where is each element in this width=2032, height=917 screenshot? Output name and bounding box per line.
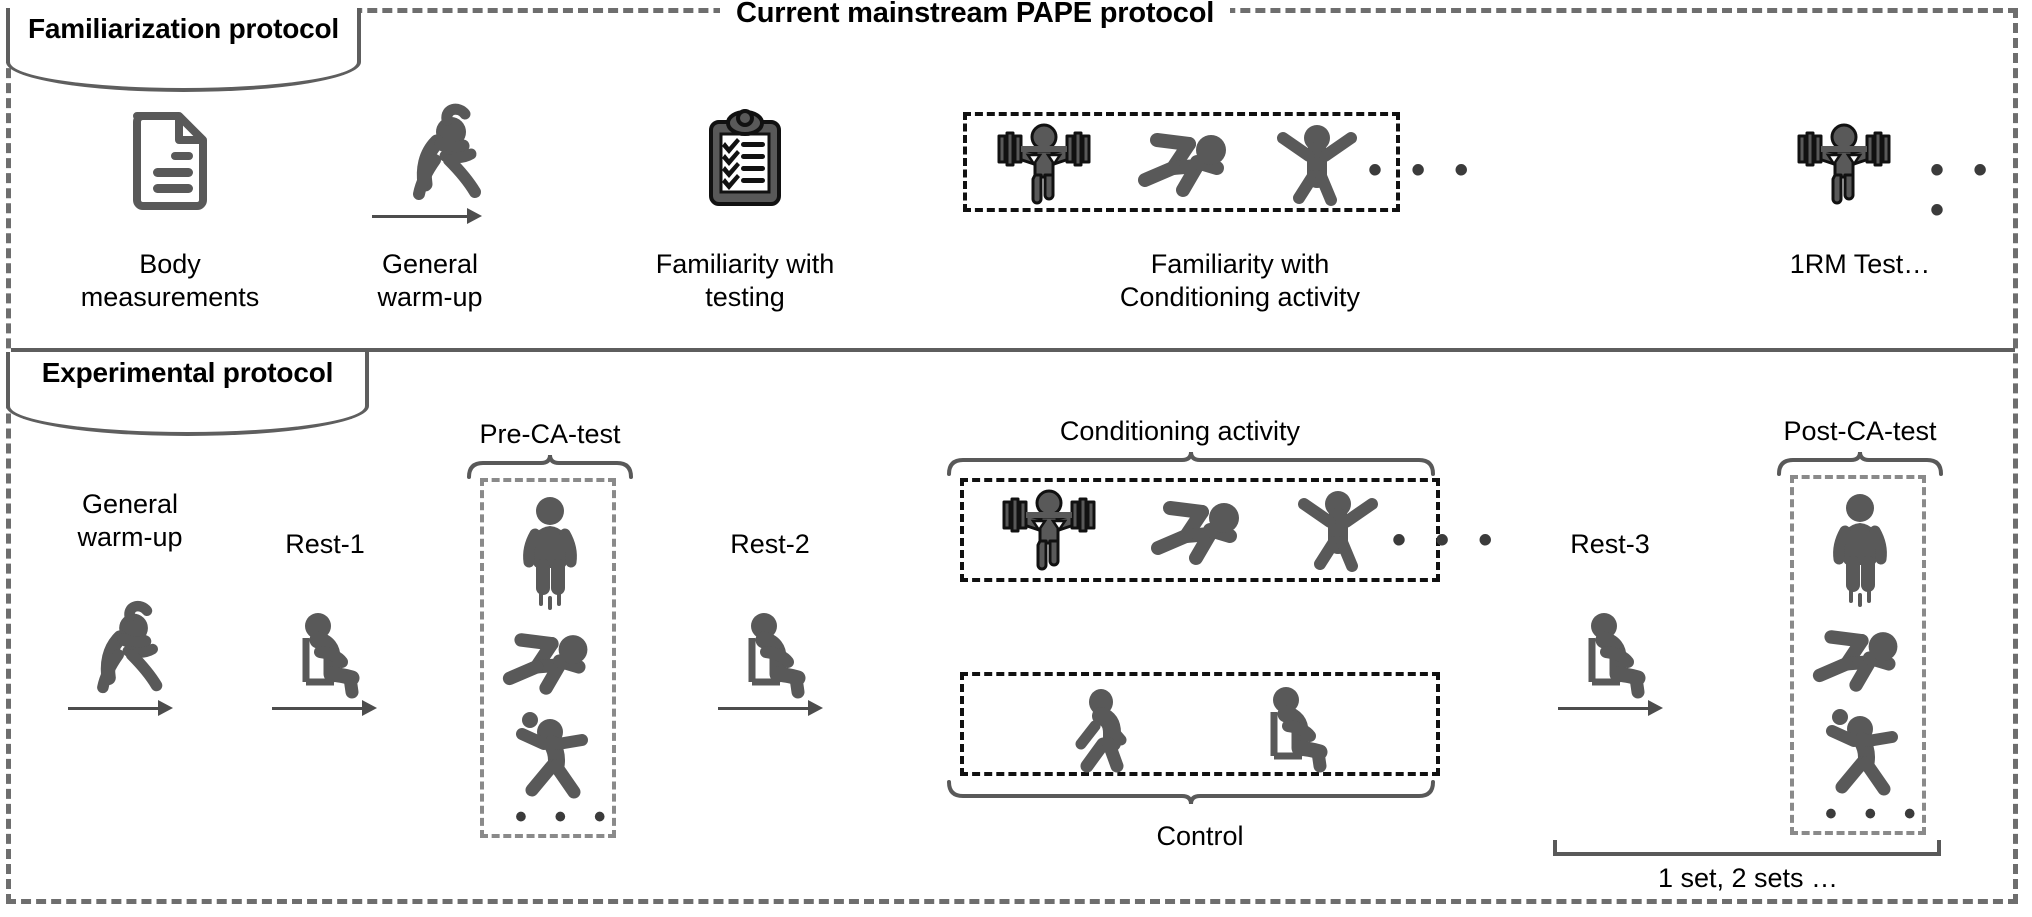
vertical-jump-icon [1819, 491, 1901, 607]
icon-weightlifter-exp [1000, 488, 1098, 571]
seated-person-icon [1240, 686, 1332, 773]
ellipsis-post-ca-test: • • • [1825, 795, 1925, 833]
step-familiarity-conditioning-caption: Familiarity with Conditioning activity [1030, 248, 1450, 314]
bracket-sets [1552, 838, 1942, 860]
throwing-person-icon [1818, 707, 1904, 796]
arrow-after-rest-1 [272, 698, 377, 718]
weightlifter-icon [1000, 488, 1098, 571]
throwing-person-icon [508, 710, 594, 799]
icon-throwing-person-post [1818, 707, 1904, 796]
brace-control [945, 780, 1455, 805]
document-icon [127, 110, 213, 210]
jumping-person-icon [1296, 488, 1380, 572]
stretching-person-icon [68, 600, 178, 697]
icon-throwing-person-pre [508, 710, 594, 799]
exp-rest2-icon-wrap [718, 612, 810, 699]
step-1rm-test-caption: 1RM Test… [1740, 248, 1980, 281]
icon-sprinter-pre [500, 628, 598, 698]
sets-caption: 1 set, 2 sets … [1580, 862, 1916, 895]
arrow-after-rest-2 [718, 698, 823, 718]
section-divider [11, 348, 2015, 352]
caption-body-measurements: Body measurements [80, 249, 260, 312]
tab-experimental-label: Experimental protocol [41, 357, 334, 388]
tab-familiarization-label: Familiarization protocol [27, 13, 339, 44]
conditioning-activity-box [960, 478, 1440, 582]
jumping-person-icon [1275, 122, 1359, 206]
control-caption: Control [1010, 820, 1390, 853]
caption-pre-ca-test: Pre-CA-test [479, 419, 621, 449]
caption-control: Control [1156, 821, 1244, 851]
exp-rest2-caption: Rest-2 [690, 528, 850, 561]
caption-sets: 1 set, 2 sets … [1657, 863, 1839, 893]
step-body-measurements-caption: Body measurements [50, 248, 290, 314]
conditioning-activity-caption: Conditioning activity [930, 415, 1430, 448]
icon-weightlifter-1rm [1795, 122, 1893, 205]
step-familiarity-testing-caption: Familiarity with testing [600, 248, 890, 314]
caption-familiarity-testing: Familiarity with testing [655, 249, 835, 312]
tab-experimental-protocol: Experimental protocol [6, 352, 369, 436]
ellipsis-conditioning-exp: • • • [1392, 518, 1502, 562]
brace-post-ca-test [1775, 451, 1945, 476]
arrow-after-general-warmup [372, 206, 482, 226]
icon-sprinter-exp [1148, 496, 1250, 568]
icon-weightlifter-fam [995, 122, 1093, 205]
icon-jumping-person-fam [1275, 122, 1359, 206]
exp-rest1-icon-wrap [272, 612, 364, 699]
pre-ca-test-caption: Pre-CA-test [430, 418, 670, 451]
caption-post-ca-test: Post-CA-test [1783, 416, 1937, 446]
caption-exp-general-warmup: General warm-up [77, 489, 183, 552]
weightlifter-icon [995, 122, 1093, 205]
exp-general-warmup-caption: General warm-up [40, 488, 220, 554]
caption-1rm-test: 1RM Test… [1789, 249, 1931, 279]
caption-rest-1: Rest-1 [285, 529, 365, 559]
ellipsis-familiarization-conditioning: • • • [1368, 148, 1478, 192]
exp-rest3-caption: Rest-3 [1530, 528, 1690, 561]
icon-seated-person-control [1240, 686, 1332, 773]
step-general-warmup [370, 103, 510, 204]
brace-pre-ca-test [465, 454, 635, 479]
post-ca-test-box [1790, 475, 1926, 835]
icon-sprinter-post [1810, 625, 1908, 695]
sprinter-icon [1135, 128, 1237, 200]
icon-sprinter-fam [1135, 128, 1237, 200]
icon-vertical-jump-pre [509, 494, 591, 610]
sprinter-icon [500, 628, 598, 698]
vertical-jump-icon [509, 494, 591, 610]
arrow-after-exp-warmup [68, 698, 173, 718]
clipboard-checklist-icon [703, 109, 787, 208]
post-ca-test-caption: Post-CA-test [1730, 415, 1990, 448]
caption-conditioning-activity: Conditioning activity [1059, 416, 1301, 446]
icon-jumping-person-exp [1296, 488, 1380, 572]
arrow-after-rest-3 [1558, 698, 1663, 718]
step-general-warmup-caption: General warm-up [350, 248, 510, 314]
weightlifter-icon [1795, 122, 1893, 205]
sprinter-icon [1810, 625, 1908, 695]
stretching-person-icon [385, 103, 495, 204]
step-familiarity-testing [690, 109, 800, 208]
exp-general-warmup-icon-wrap [68, 600, 178, 697]
tab-familiarization-protocol: Familiarization protocol [6, 8, 361, 92]
control-box [960, 672, 1440, 776]
icon-vertical-jump-post [1819, 491, 1901, 607]
figure-title: Current mainstream PAPE protocol [720, 0, 1231, 30]
caption-rest-2: Rest-2 [730, 529, 810, 559]
caption-rest-3: Rest-3 [1570, 529, 1650, 559]
familiarization-conditioning-box [963, 112, 1400, 212]
brace-conditioning-activity [945, 451, 1455, 476]
seated-person-icon [1558, 612, 1650, 699]
seated-person-icon [272, 612, 364, 699]
seated-person-icon [718, 612, 810, 699]
exp-rest1-caption: Rest-1 [245, 528, 405, 561]
caption-general-warmup: General warm-up [377, 249, 483, 312]
icon-walking-person [1065, 688, 1137, 773]
ellipsis-pre-ca-test: • • • [515, 798, 615, 836]
sprinter-icon [1148, 496, 1250, 568]
caption-familiarity-conditioning: Familiarity with Conditioning activity [1119, 249, 1361, 312]
pre-ca-test-box [480, 478, 616, 838]
exp-rest3-icon-wrap [1558, 612, 1650, 699]
walking-person-icon [1065, 688, 1137, 773]
ellipsis-1rm-test: • • • [1930, 148, 1997, 232]
step-body-measurements [80, 110, 260, 210]
